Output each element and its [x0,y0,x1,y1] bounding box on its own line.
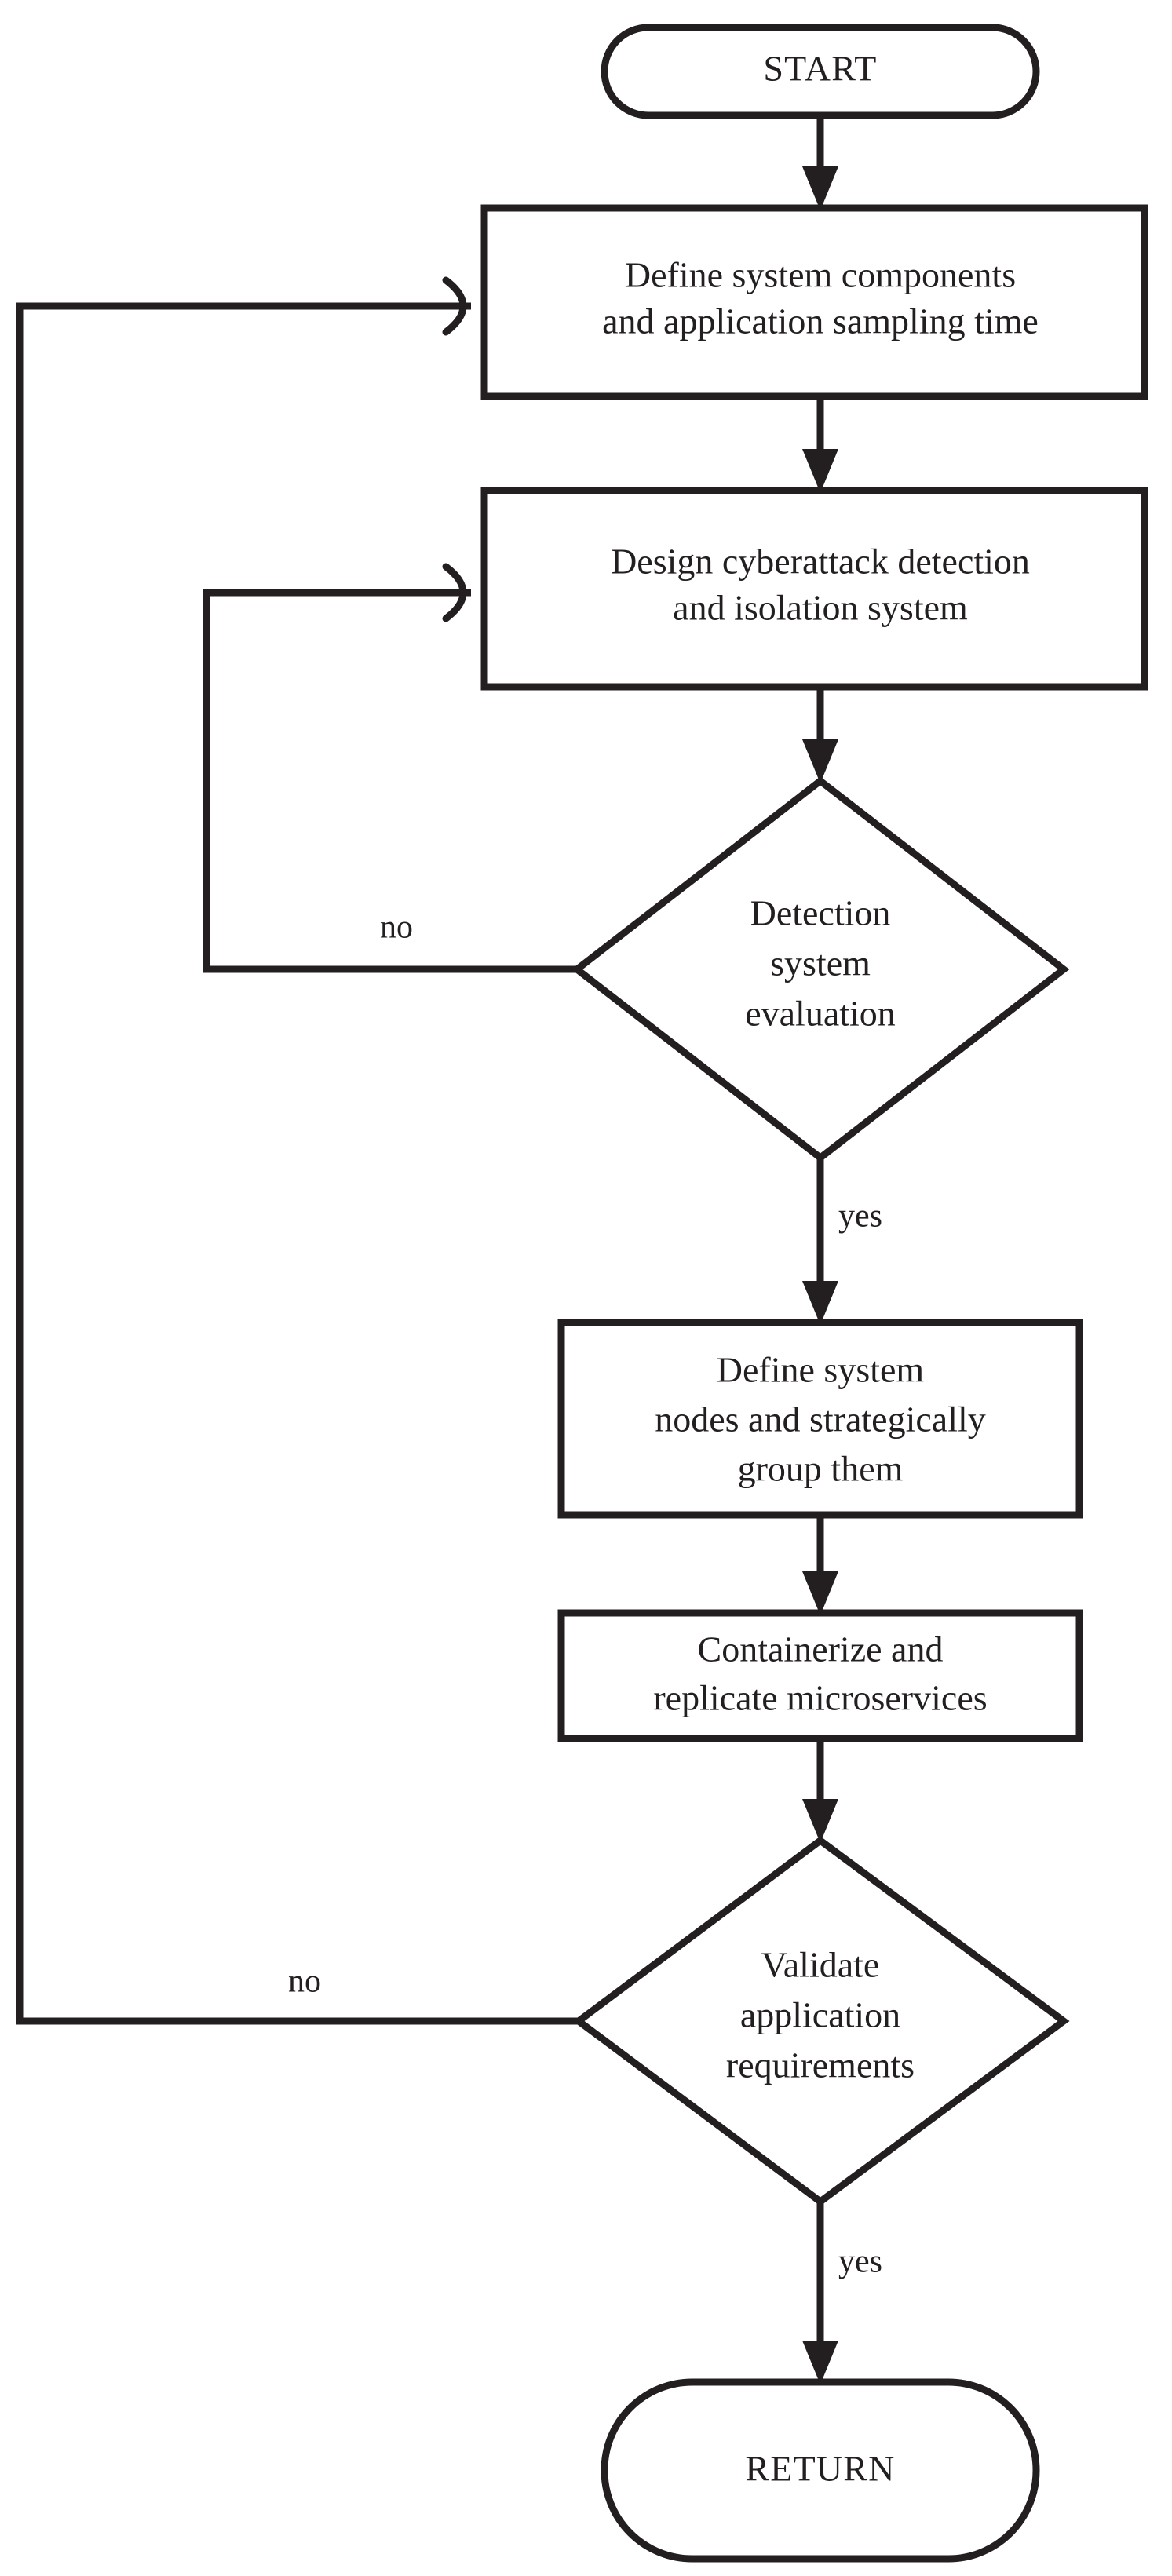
node-containerize-line2: replicate microservices [653,1678,987,1718]
node-design-detection-line2: and isolation system [673,588,968,628]
node-define-nodes-line1: Define system [717,1350,925,1390]
node-define-nodes-line3: group them [738,1449,904,1489]
edge-start-to-define-components [802,114,838,210]
node-return-label: RETURN [745,2449,895,2489]
edge-label-validate-yes: yes [838,2244,882,2280]
edge-label-detection-eval-no: no [380,910,413,946]
edge-define-components-to-design-detection [802,396,838,493]
node-start-label: START [763,49,877,89]
node-detection-eval[interactable]: Detection system evaluation [571,776,1070,1162]
node-start[interactable]: START [601,24,1040,119]
node-define-nodes[interactable]: Define system nodes and strategically gr… [557,1319,1083,1519]
node-validate-reqs-line2: application [740,1995,900,2035]
node-validate-reqs-line1: Validate [761,1945,880,1985]
node-validate-reqs[interactable]: Validate application requirements [572,1836,1070,2206]
node-define-components-line2: and application sampling time [602,301,1039,341]
edge-label-detection-eval-yes: yes [838,1199,882,1235]
node-define-nodes-line2: nodes and strategically [655,1399,986,1439]
edge-design-detection-to-detection-eval [802,687,838,783]
edge-detection-eval-no-loop [203,563,577,973]
edge-detection-eval-yes [802,1158,838,1325]
edge-define-nodes-to-containerize [802,1515,838,1615]
edge-containerize-to-validate [802,1739,838,1843]
node-design-detection[interactable]: Design cyberattack detection and isolati… [480,487,1148,691]
edge-label-validate-no: no [288,1964,321,2000]
node-validate-reqs-line3: requirements [726,2045,915,2085]
node-detection-eval-line1: Detection [750,893,891,933]
node-return[interactable]: RETURN [601,2378,1040,2563]
node-define-components[interactable]: Define system components and application… [480,204,1148,400]
node-define-components-line1: Define system components [625,255,1016,295]
edge-validate-no-loop [16,276,579,2025]
node-design-detection-line1: Design cyberattack detection [611,542,1030,582]
node-detection-eval-line2: system [770,943,871,983]
node-containerize[interactable]: Containerize and replicate microservices [557,1609,1083,1742]
node-detection-eval-line3: evaluation [745,994,896,1034]
node-containerize-line1: Containerize and [698,1629,944,1669]
edge-validate-yes [802,2202,838,2384]
